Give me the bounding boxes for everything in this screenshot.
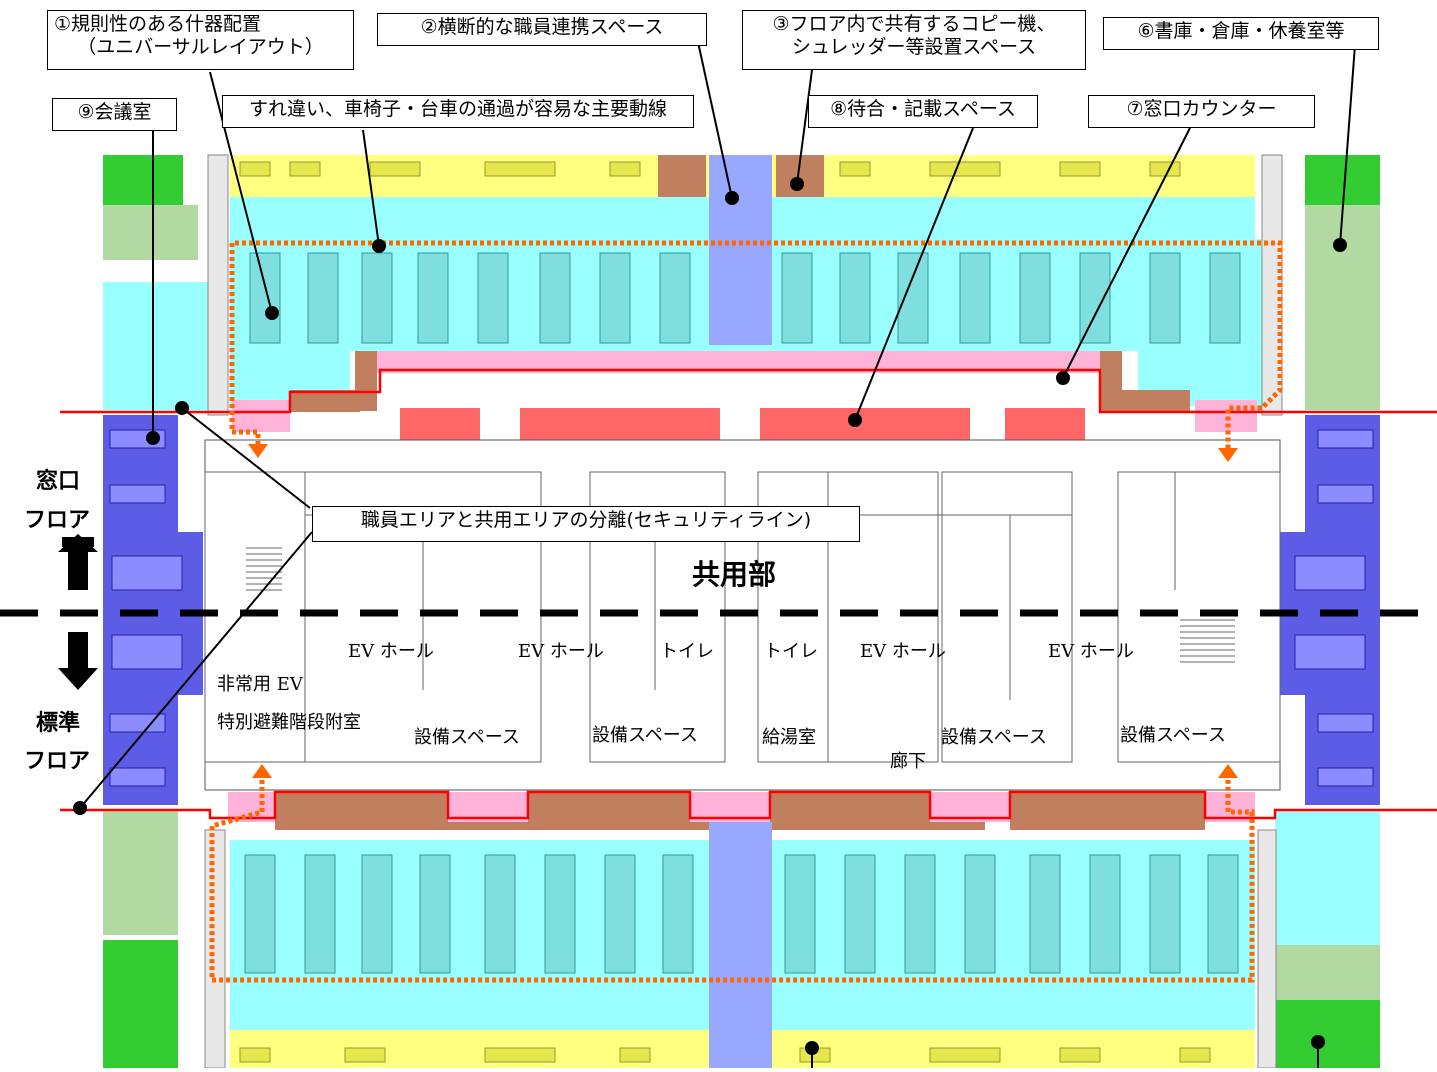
right-lower-wall	[1257, 829, 1277, 1069]
core-title: 共用部	[692, 558, 776, 591]
upper-collaboration-space	[709, 155, 772, 345]
right-lower-green	[1275, 1000, 1380, 1068]
lower-counter-brown-r	[1010, 792, 1205, 830]
label-collaboration-space: ②横断的な職員連携スペース	[377, 13, 707, 46]
left-lower-green3	[103, 940, 178, 1068]
route-arrowheads	[248, 444, 1238, 778]
label-copy-space-line1: ③フロア内で共有するコピー機、	[772, 13, 1056, 35]
label-waiting-space: ⑧待合・記載スペース	[808, 95, 1038, 128]
lower-counter-brown	[275, 792, 985, 830]
upper-counter-brown-right	[1100, 351, 1122, 411]
upper-furniture-yellow	[239, 161, 1181, 177]
upper-desk-rows	[249, 252, 1241, 344]
lower-floor-label-2: フロア	[24, 749, 90, 774]
upper-counter-brown-right2	[1120, 390, 1190, 412]
core-toilet-1: トイレ	[660, 641, 714, 662]
core-corridor: 廊下	[890, 751, 926, 772]
label-universal-layout: ①規則性のある什器配置 （ユニバーサルレイアウト）	[47, 10, 354, 70]
floor-arrows	[58, 534, 98, 690]
core-toilet-2: トイレ	[764, 641, 818, 662]
copy-space-left	[658, 155, 706, 197]
left-lower-wall	[204, 829, 226, 1069]
core-ev-hall-3: EV ホール	[860, 641, 946, 662]
upper-counter-brown-left2	[290, 390, 360, 412]
label-copy-space: ③フロア内で共有するコピー機、 シュレッダー等設置スペース	[742, 10, 1086, 70]
label-counter: ⑦窓口カウンター	[1088, 95, 1315, 128]
core-ev-hall-1: EV ホール	[348, 641, 434, 662]
left-lower-green2	[103, 875, 178, 935]
core-equipment-2: 設備スペース	[592, 725, 698, 746]
core-kitchenette: 給湯室	[762, 727, 816, 748]
waiting-writing-space	[400, 408, 1085, 440]
leader-lines	[79, 41, 1356, 1068]
leader-dots	[73, 177, 1347, 1055]
core-emergency-ev: 非常用 EV	[217, 674, 304, 695]
lower-desk-rows	[244, 854, 1239, 974]
security-line-upper	[60, 368, 1437, 414]
core-stair-vestibule: 特別避難階段附室	[217, 712, 361, 733]
left-lower-green	[103, 810, 178, 875]
upper-floor-label-1: 窓口	[36, 468, 80, 494]
up-arrow-head-icon	[58, 534, 98, 552]
upper-floor-label-2: フロア	[24, 508, 90, 533]
label-security-line: 職員エリアと共用エリアの分離(セキュリティライン)	[312, 506, 860, 542]
upper-counter-band	[355, 351, 1100, 373]
core-equipment-4: 設備スペース	[1120, 725, 1226, 746]
label-meeting-room: ⑨会議室	[52, 98, 177, 131]
lower-furniture-yellow	[239, 1047, 1211, 1063]
left-storage-lightgreen	[103, 205, 198, 260]
main-route	[209, 240, 1283, 983]
left-meeting-cyan	[103, 282, 208, 410]
lower-collaboration-space	[709, 822, 772, 1068]
core-equipment-3: 設備スペース	[941, 727, 1047, 748]
right-storage-lightgreen	[1305, 205, 1380, 410]
label-copy-space-line2: シュレッダー等設置スペース	[791, 36, 1037, 58]
left-storage-green	[103, 155, 183, 205]
label-storage: ⑥書庫・倉庫・休養室等	[1103, 17, 1379, 50]
right-storage-green	[1305, 155, 1380, 205]
label-universal-layout-line2: （ユニバーサルレイアウト）	[77, 36, 324, 58]
label-universal-layout-line1: ①規則性のある什器配置	[54, 13, 262, 35]
upper-counter-pink-left	[232, 400, 290, 432]
left-wall-strip	[207, 154, 229, 416]
down-arrow-icon	[58, 632, 98, 690]
right-lower-lightgreen	[1275, 945, 1380, 1000]
upper-counter-brown-left	[355, 351, 377, 411]
stair-treads	[246, 547, 1235, 663]
right-lower-cyan	[1275, 810, 1380, 945]
core-equipment-1: 設備スペース	[414, 727, 520, 748]
security-line-lower	[60, 790, 1437, 820]
core-ev-hall-4: EV ホール	[1048, 641, 1134, 662]
label-main-route: すれ違い、車椅子・台車の通過が容易な主要動線	[222, 95, 694, 128]
core-ev-hall-2: EV ホール	[518, 641, 604, 662]
meeting-room-tables	[109, 429, 1374, 787]
lower-floor-label-1: 標準	[36, 710, 80, 736]
